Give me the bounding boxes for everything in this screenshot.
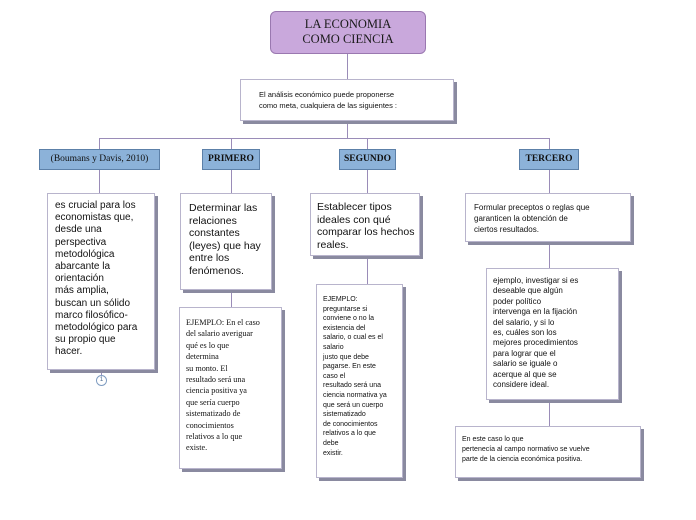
- diagram-title: LA ECONOMIA COMO CIENCIA: [270, 11, 426, 54]
- connector-col4-note: [549, 400, 550, 426]
- column-3-example-text: EJEMPLO: preguntarse si conviene o no la…: [323, 296, 387, 457]
- column-1-box: es crucial para los economistas que, des…: [47, 193, 155, 370]
- connector-branch-1: [99, 138, 100, 149]
- column-2-box: Determinar las relaciones constantes (le…: [180, 193, 272, 290]
- header-column-3: SEGUNDO: [339, 149, 396, 170]
- column-4-example-box: ejemplo, investigar si es deseable que a…: [486, 268, 619, 400]
- column-2-example-text: EJEMPLO: En el caso del salario averigua…: [186, 318, 260, 453]
- connector-col2-example: [231, 290, 232, 307]
- connector-branch-3: [367, 138, 368, 149]
- header-column-2: PRIMERO: [202, 149, 260, 170]
- column-3-example-box: EJEMPLO: preguntarse si conviene o no la…: [316, 284, 403, 478]
- intro-text: El análisis económico puede proponerse c…: [259, 90, 397, 110]
- header-column-3-label: SEGUNDO: [344, 154, 391, 164]
- column-4-note-text: En este caso lo que pertenecía al campo …: [462, 436, 590, 463]
- connector-title-intro: [347, 54, 348, 79]
- header-column-4: TERCERO: [519, 149, 579, 170]
- column-4-note-box: En este caso lo que pertenecía al campo …: [455, 426, 641, 478]
- column-1-text: es crucial para los economistas que, des…: [55, 200, 138, 358]
- intro-box: El análisis económico puede proponerse c…: [240, 79, 454, 121]
- connector-header-1: [99, 169, 100, 193]
- header-column-2-label: PRIMERO: [208, 154, 254, 164]
- connector-intro-branch: [347, 121, 348, 139]
- header-column-1-label: (Boumans y Davis, 2010): [50, 154, 149, 164]
- column-4-box: Formular preceptos o reglas que garantic…: [465, 193, 631, 242]
- connector-col4-example: [549, 242, 550, 268]
- collapse-badge-label: 1: [99, 377, 104, 383]
- column-4-example-text: ejemplo, investigar si es deseable que a…: [493, 276, 579, 390]
- column-2-example-box: EJEMPLO: En el caso del salario averigua…: [179, 307, 282, 469]
- connector-branch-horizontal: [99, 138, 550, 139]
- header-column-4-label: TERCERO: [525, 154, 573, 164]
- connector-branch-4: [549, 138, 550, 149]
- header-column-1: (Boumans y Davis, 2010): [39, 149, 160, 170]
- column-2-text: Determinar las relaciones constantes (le…: [189, 202, 261, 277]
- connector-header-4: [549, 169, 550, 193]
- connector-header-2: [231, 169, 232, 193]
- connector-col1-badge: [101, 370, 102, 375]
- column-3-text: Establecer tipos ideales con qué compara…: [317, 201, 415, 251]
- connector-header-3: [367, 169, 368, 193]
- connector-col3-example: [367, 256, 368, 284]
- connector-branch-2: [231, 138, 232, 149]
- diagram-title-text: LA ECONOMIA COMO CIENCIA: [302, 17, 394, 46]
- column-4-text: Formular preceptos o reglas que garantic…: [474, 203, 590, 234]
- collapse-badge[interactable]: 1: [96, 375, 107, 386]
- column-3-box: Establecer tipos ideales con qué compara…: [310, 193, 420, 256]
